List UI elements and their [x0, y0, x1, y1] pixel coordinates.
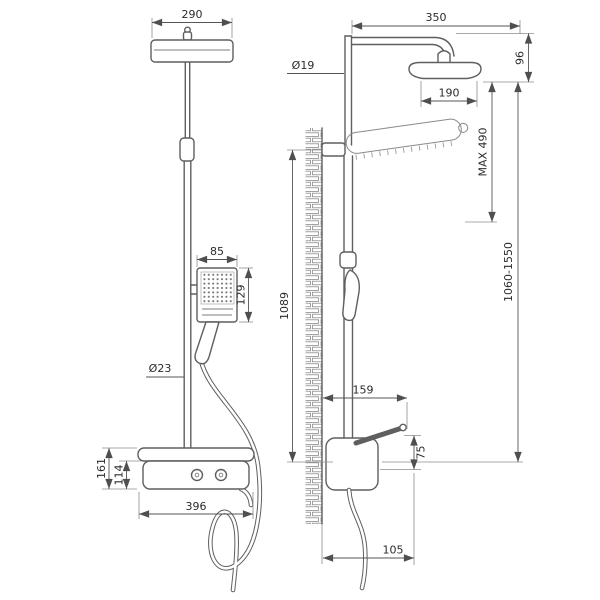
dim-label-head-height: 96 — [514, 51, 527, 65]
dim-label-holder-width: 85 — [210, 245, 224, 258]
dim-valve-height-75: 75 — [380, 435, 428, 470]
riser-pipe-front — [179, 61, 195, 450]
side-view: 350 96 Ø19 190 MAX 490 1089 — [278, 11, 534, 591]
shower-hose-side — [346, 487, 368, 591]
dim-label-shelf-height: 114 — [113, 465, 126, 486]
dim-label-max-drop: MAX 490 — [477, 127, 490, 176]
riser-slider-bracket — [179, 137, 195, 162]
dim-body-total-height-161: 161 — [95, 447, 137, 490]
shower-hose-front — [198, 358, 262, 593]
dim-riser-height-1089: 1089 — [278, 149, 333, 463]
dim-head-height-96: 96 — [456, 33, 534, 83]
dim-pipe-diameter-19: Ø19 — [287, 59, 344, 74]
lever-handle — [353, 425, 405, 446]
spray-nozzle-fringe — [355, 141, 453, 160]
dim-label-head-width: 290 — [182, 8, 203, 21]
dim-holder-width-85: 85 — [196, 245, 238, 267]
mixer-front — [137, 447, 255, 508]
dim-label-valve-depth: 159 — [353, 384, 374, 397]
mixer-knob-left — [190, 468, 204, 482]
dim-label-holder-height: 129 — [235, 285, 248, 306]
dim-riser-diameter-23: Ø23 — [146, 362, 184, 378]
holder-bracket-side — [339, 251, 357, 269]
mixer-side — [325, 423, 407, 491]
hand-shower-holder-front — [190, 267, 238, 323]
lever-knob — [399, 423, 407, 432]
riser-pipe-side — [321, 35, 357, 439]
shelf-rail — [137, 447, 255, 462]
hand-shower-handle-front — [194, 321, 220, 365]
overhead-shower-side — [408, 50, 482, 80]
dim-outlet-depth-105: 105 — [321, 473, 415, 565]
dim-body-width-396: 396 — [138, 492, 254, 519]
front-view: 290 85 129 Ø23 161 114 — [95, 8, 262, 593]
dim-shelf-height-114: 114 — [113, 460, 141, 489]
wall-mount-bracket — [321, 142, 346, 157]
dim-head-width-290: 290 — [151, 8, 233, 38]
mixer-knob-right — [214, 468, 228, 482]
basket-perforation — [200, 271, 235, 305]
head-ball-joint-side — [437, 50, 451, 63]
dim-label-total-height-range: 1060-1550 — [502, 242, 515, 302]
dim-label-pipe-diameter: Ø19 — [292, 59, 315, 72]
dim-head-diameter-190: 190 — [420, 81, 478, 107]
dim-max-drop-490: MAX 490 — [465, 82, 497, 223]
dim-label-arm-length: 350 — [426, 11, 447, 24]
wall-section — [305, 127, 323, 525]
dim-label-head-diameter: 190 — [439, 87, 460, 100]
dim-arm-length-350: 350 — [351, 11, 521, 34]
dim-total-height-range: 1060-1550 — [382, 82, 523, 463]
dim-label-body-total-height: 161 — [95, 458, 108, 479]
shower-head-plate — [150, 39, 234, 63]
dim-label-riser-diameter: Ø23 — [149, 362, 172, 375]
overhead-shower-tilted-position — [345, 118, 469, 160]
dim-label-valve-height: 75 — [415, 446, 428, 460]
hand-shower-side — [342, 269, 360, 322]
dim-label-riser-height: 1089 — [278, 292, 291, 320]
dim-valve-depth-159: 159 — [323, 384, 408, 429]
mixer-body-side — [325, 437, 379, 491]
wall-hatching — [305, 128, 322, 524]
dim-label-body-width: 396 — [186, 500, 207, 513]
overhead-shower-front — [150, 26, 234, 63]
dim-label-outlet-depth: 105 — [383, 544, 404, 557]
dim-holder-height-129: 129 — [235, 267, 253, 323]
head-disc-side — [408, 61, 482, 80]
